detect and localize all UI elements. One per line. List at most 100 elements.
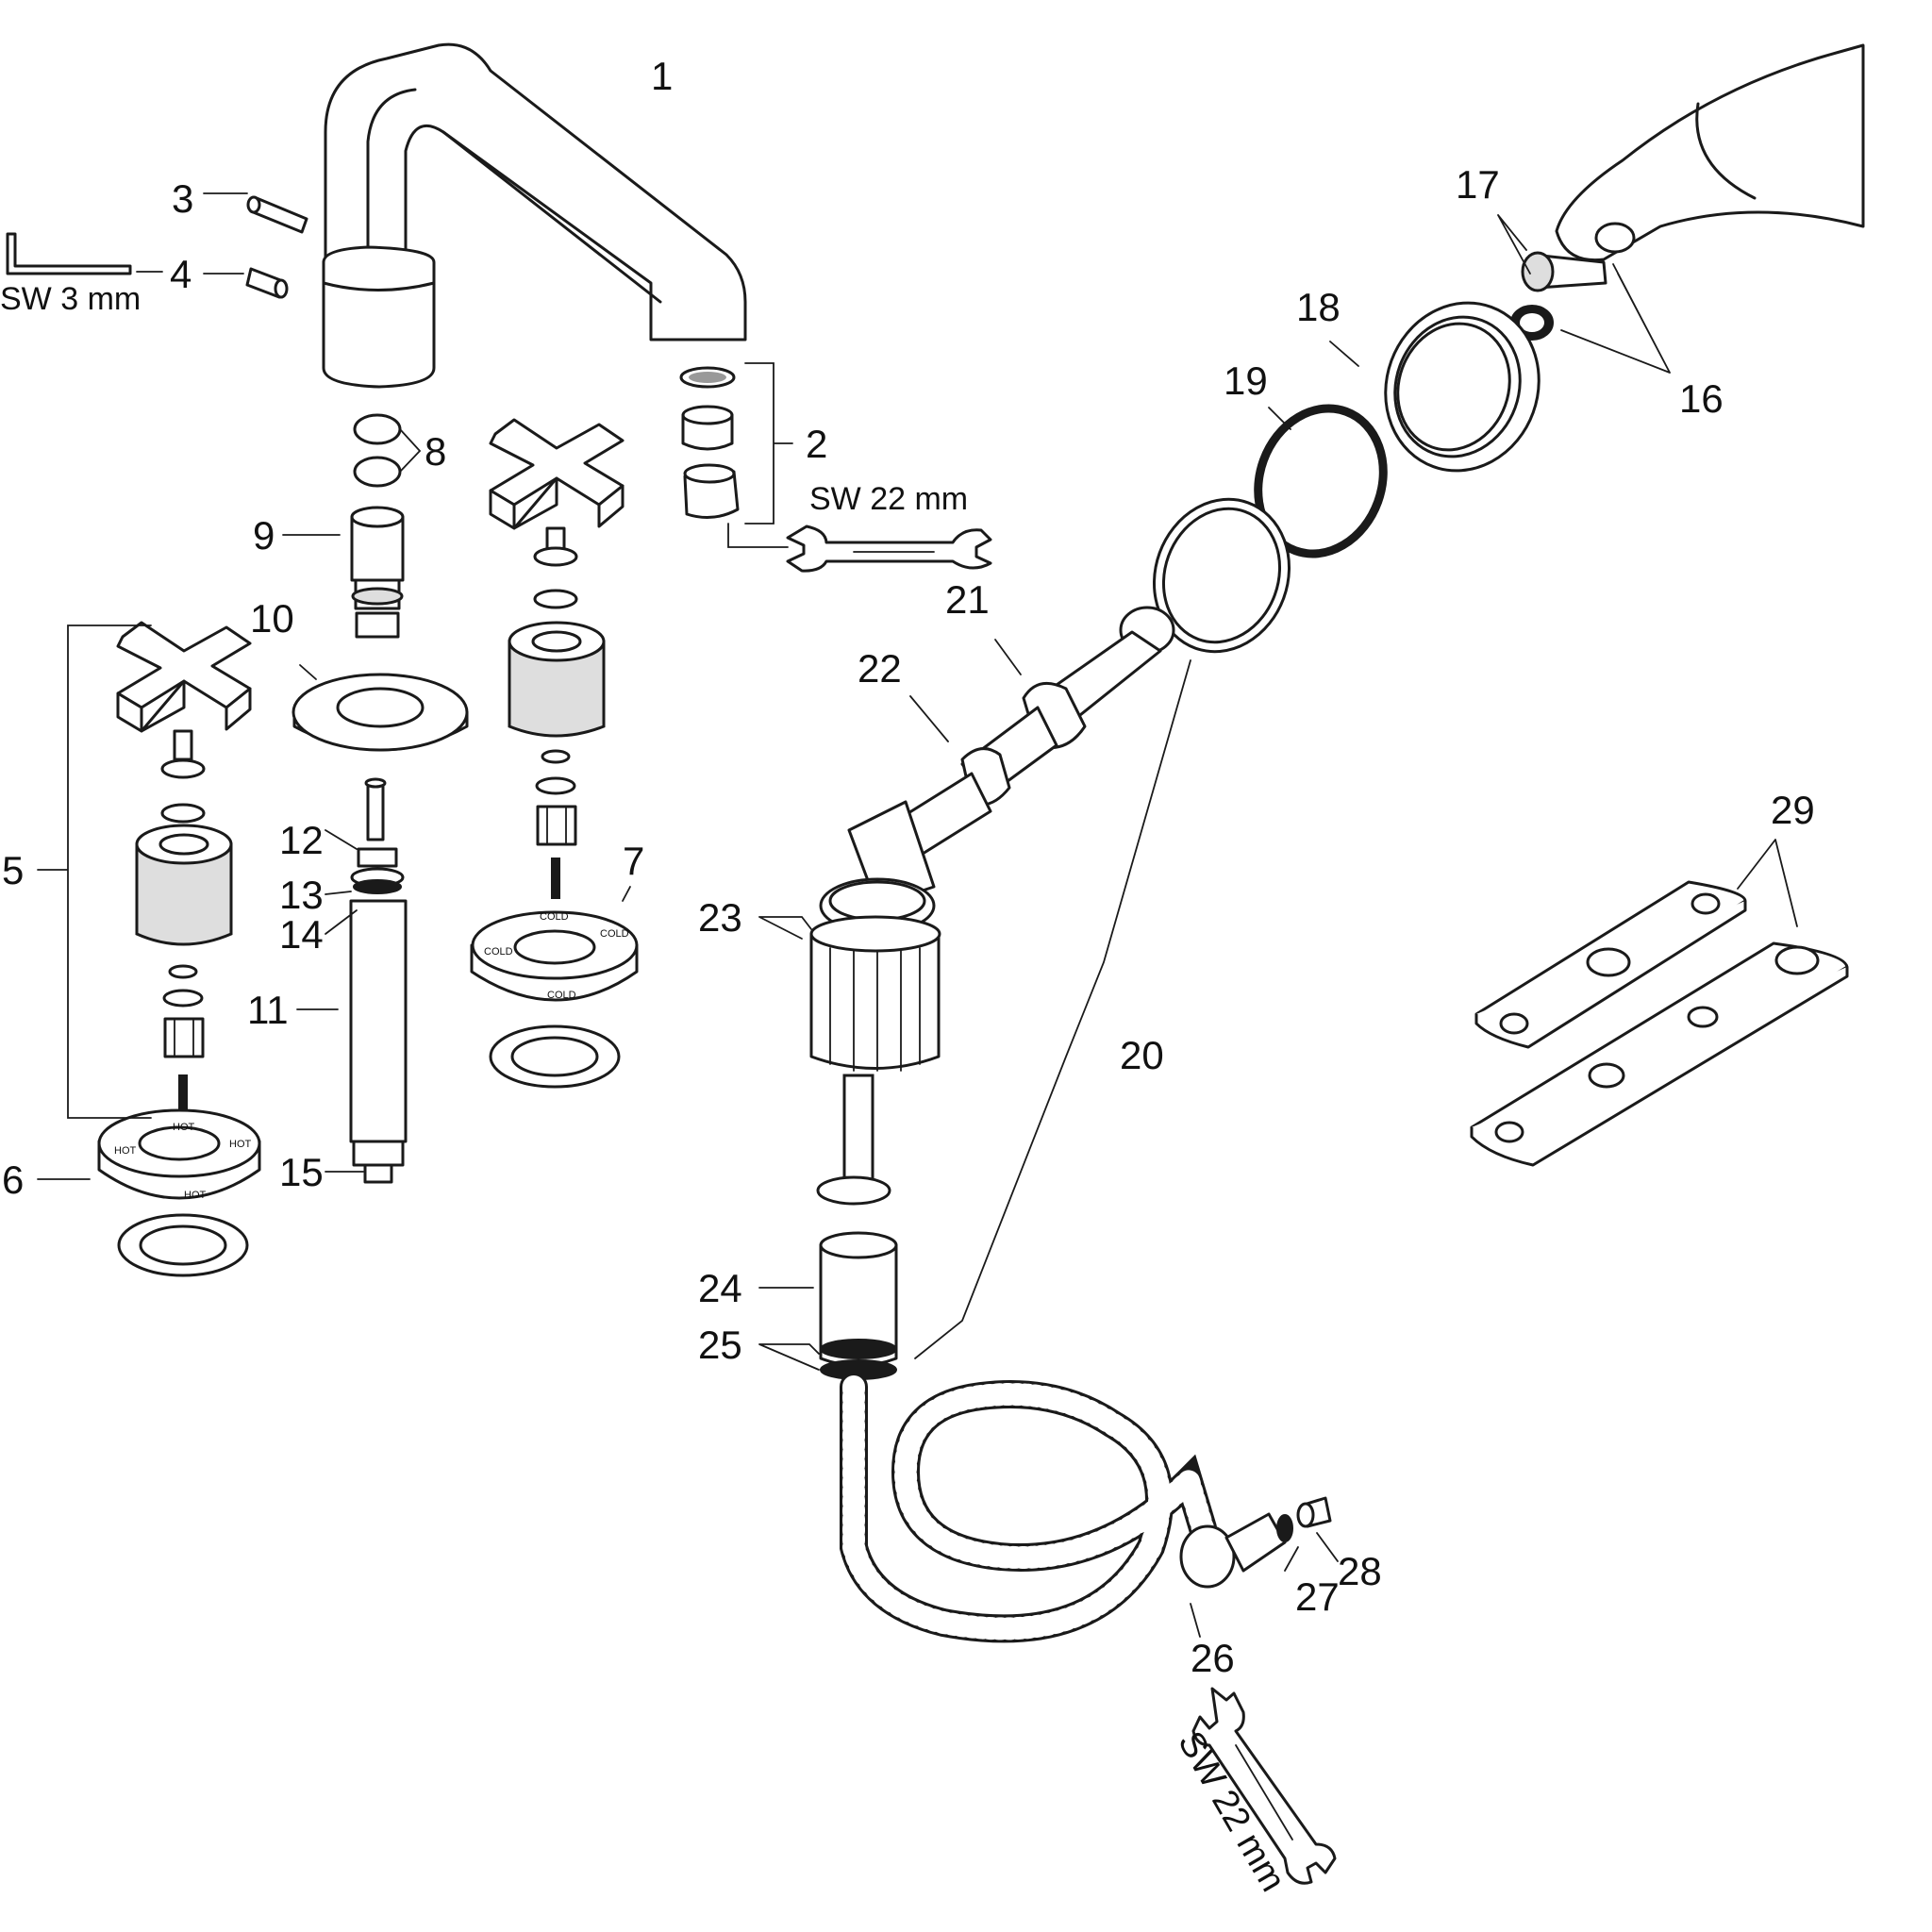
label-23: 23: [698, 895, 742, 940]
label-19: 19: [1224, 358, 1268, 403]
cold-screw: [551, 858, 560, 899]
part-8-leader: [399, 428, 421, 452]
part-23-leader: [758, 916, 812, 940]
flange-10: [291, 673, 469, 752]
label-5: 5: [2, 848, 24, 892]
cover-plug: [245, 267, 289, 299]
hot-cross-handle: [116, 621, 252, 779]
valve-cartridge: [350, 506, 405, 639]
mounting-plate-lower: [1470, 941, 1849, 1167]
part-13-leader: [325, 891, 352, 895]
escutcheon-cold-text: COLD: [547, 990, 576, 1001]
wrench-top-size-label: SW 22 mm: [809, 481, 968, 517]
hot-adapter-ring: [162, 989, 204, 1008]
quick-connector: [809, 915, 941, 1072]
escutcheon-hot-text: HOT: [114, 1145, 137, 1157]
hand-shower: [1555, 43, 1865, 262]
shower-holder-flange: [1384, 301, 1541, 473]
label-29: 29: [1771, 788, 1815, 832]
label-14: 14: [279, 912, 324, 957]
part-8-leader: [399, 450, 421, 473]
label-21: 21: [945, 577, 990, 622]
part-14-leader: [325, 909, 358, 935]
cold-handle-sleeve: [508, 621, 606, 738]
hose-ring: [1152, 497, 1291, 654]
escutcheon-hot-text: HOT: [229, 1139, 252, 1150]
part-12-leader: [325, 829, 358, 850]
label-8: 8: [425, 429, 446, 474]
wrench-top-leader: [727, 523, 789, 548]
part-7-leader: [622, 886, 631, 902]
part-17-leader: [1497, 214, 1531, 275]
hot-handle-sleeve: [135, 824, 233, 946]
part-25-leader: [758, 1343, 820, 1371]
mounting-plate-upper: [1474, 880, 1747, 1049]
coiled-hose: [840, 1373, 1217, 1643]
label-25: 25: [698, 1323, 742, 1367]
cold-cross-handle: [489, 418, 625, 567]
part-29-leader: [1737, 839, 1798, 927]
cold-adapter-ring: [535, 776, 576, 795]
escutcheon-cold-text: COLD: [484, 946, 513, 958]
label-24: 24: [698, 1266, 742, 1310]
label-27: 27: [1295, 1574, 1340, 1619]
part-18-leader: [1329, 341, 1359, 367]
aerator-assembly: [679, 366, 740, 520]
wrench-top-icon: [786, 525, 992, 573]
label-16: 16: [1679, 376, 1724, 421]
label-1: 1: [651, 54, 673, 98]
label-26: 26: [1191, 1636, 1235, 1680]
label-15: 15: [279, 1150, 324, 1194]
label-9: 9: [253, 513, 275, 558]
label-13: 13: [279, 873, 324, 917]
label-11: 11: [247, 988, 289, 1032]
escutcheon-cold-text: COLD: [600, 928, 629, 940]
label-20: 20: [1120, 1033, 1164, 1077]
part-20-leader: [914, 659, 1191, 1359]
part-19-leader: [1268, 407, 1291, 430]
cold-small-oring: [541, 749, 571, 764]
label-3: 3: [172, 176, 193, 221]
gasket-19: [1254, 404, 1388, 558]
escutcheon-cold-text: COLD: [540, 911, 569, 923]
spout: [322, 42, 747, 389]
part-5-bracket: [37, 625, 152, 1119]
cold-escutcheon: COLD COLD COLD COLD: [470, 910, 639, 1002]
part-21-leader: [994, 639, 1022, 675]
hose-end-connector: [1179, 1496, 1332, 1589]
hot-gasket: [117, 1213, 249, 1277]
part-number-labels: 1 2 3 4 5 6 7 8 9 10 11 12 13 14 15 16 1…: [2, 54, 1815, 1680]
tool-labels: SW 3 mm SW 22 mm SW 22 mm: [0, 281, 1293, 1898]
label-28: 28: [1338, 1549, 1382, 1593]
escutcheon-hot-text: HOT: [173, 1122, 195, 1133]
cold-gasket: [489, 1024, 621, 1089]
cold-spline-adapter: [536, 805, 577, 846]
hose-straight: [816, 1074, 898, 1380]
escutcheon-hot-text: HOT: [184, 1190, 207, 1201]
wrench-bottom-icon: [1191, 1687, 1337, 1885]
part-2-bracket: [744, 362, 793, 525]
label-18: 18: [1296, 285, 1341, 329]
label-22: 22: [858, 646, 902, 691]
label-7: 7: [623, 839, 644, 883]
hot-small-oring: [168, 964, 198, 979]
label-6: 6: [2, 1158, 24, 1202]
allen-key-size-label: SW 3 mm: [0, 281, 141, 317]
part-26-leader: [1190, 1603, 1201, 1638]
diverter-spindle: [349, 777, 408, 1184]
part-27-leader: [1284, 1546, 1299, 1572]
label-4: 4: [170, 252, 192, 296]
part-16-leader: [1560, 263, 1671, 374]
label-17: 17: [1456, 162, 1500, 207]
hot-escutcheon: HOT HOT HOT HOT: [97, 1108, 261, 1201]
label-2: 2: [806, 422, 827, 466]
part-22-leader: [909, 695, 949, 742]
label-12: 12: [279, 818, 324, 862]
part-10-leader: [299, 664, 317, 680]
grub-screw: [246, 195, 308, 234]
hot-spline-adapter: [163, 1017, 205, 1058]
allen-key-icon: [6, 232, 132, 275]
shower-connector: [1521, 251, 1607, 292]
